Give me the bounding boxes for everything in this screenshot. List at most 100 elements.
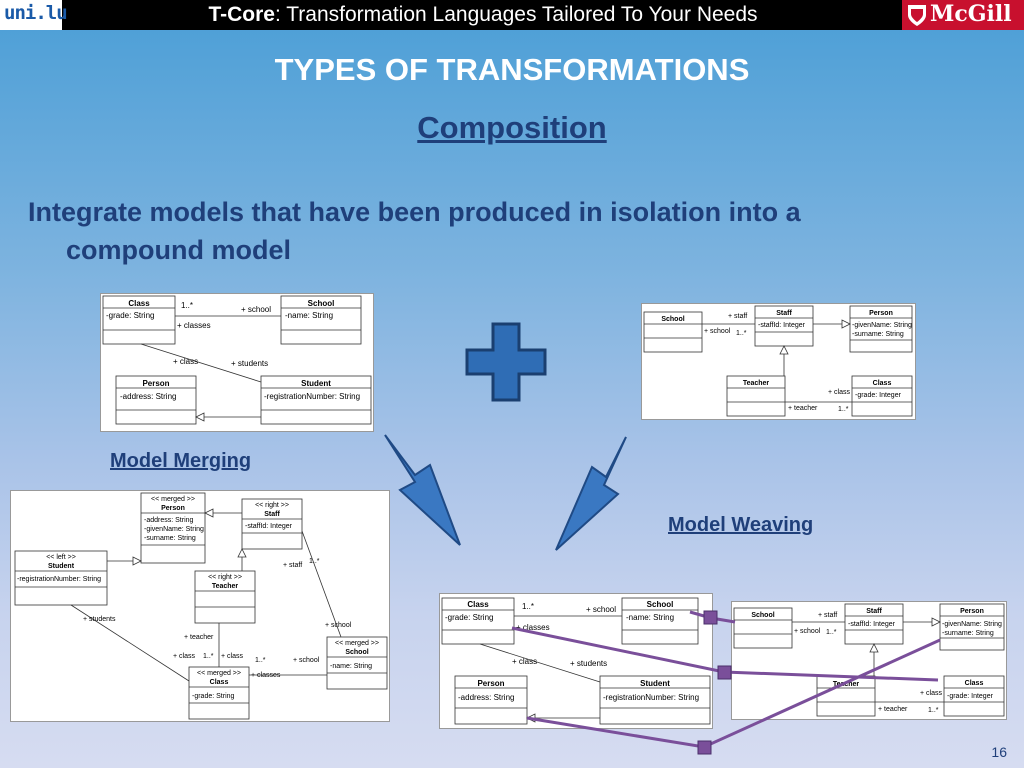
svg-text:+ school: + school [293, 657, 320, 664]
svg-text:1..*: 1..* [255, 657, 266, 664]
bullet-text: Integrate models that have been produced… [28, 193, 928, 269]
svg-text:Person: Person [142, 379, 169, 388]
svg-text:1..*: 1..* [203, 653, 214, 660]
svg-text:-name: String: -name: String [626, 613, 674, 622]
svg-text:1..*: 1..* [838, 406, 849, 413]
svg-text:+ class: + class [512, 657, 537, 666]
class-box-school: << merged >> School -name: String [326, 636, 388, 690]
svg-text:-givenName: String: -givenName: String [852, 322, 912, 329]
svg-text:Staff: Staff [264, 511, 280, 518]
class-box-teacher: << right >> Teacher [194, 570, 256, 624]
svg-text:-registrationNumber: String: -registrationNumber: String [264, 392, 360, 401]
svg-text:Student: Student [640, 679, 670, 688]
class-box-school: School -name: String [621, 597, 699, 645]
svg-text:-grade: Integer: -grade: Integer [947, 693, 994, 700]
svg-text:+ classes: + classes [177, 321, 211, 330]
svg-text:<< merged >>: << merged >> [335, 640, 379, 647]
svg-text:+ class: + class [221, 653, 243, 660]
svg-text:+ teacher: + teacher [788, 405, 818, 412]
svg-text:-registrationNumber: String: -registrationNumber: String [603, 693, 699, 702]
class-box-person: Person -address: String [454, 675, 528, 725]
svg-text:+ school: + school [704, 328, 731, 335]
class-box-staff: Staff -staffId: Integer [844, 603, 904, 645]
arrow-down-left-icon [555, 436, 627, 551]
class-box-teacher: Teacher [816, 675, 876, 717]
svg-text:School: School [751, 612, 774, 619]
svg-text:-address: String: -address: String [144, 517, 194, 524]
svg-text:+ class: + class [173, 653, 195, 660]
svg-text:-grade: String: -grade: String [192, 693, 235, 700]
svg-text:+ students: + students [570, 659, 607, 668]
svg-text:+ teacher: + teacher [184, 634, 214, 641]
svg-text:+ class: + class [828, 389, 850, 396]
class-box-school: School [733, 607, 793, 649]
plus-icon [465, 322, 547, 402]
svg-text:Person: Person [869, 310, 893, 317]
page-number: 16 [991, 744, 1007, 760]
svg-text:Teacher: Teacher [743, 380, 770, 387]
svg-text:+ school: + school [241, 305, 271, 314]
svg-text:-grade: String: -grade: String [445, 613, 493, 622]
svg-text:Class: Class [873, 380, 892, 387]
header-title: T-Core: Transformation Languages Tailore… [62, 2, 904, 28]
svg-text:+ students: + students [83, 616, 116, 623]
weaving-model-a-diagram: Class -grade: String School -name: Strin… [439, 593, 713, 729]
svg-text:<< right >>: << right >> [208, 574, 242, 581]
svg-text:-grade: String: -grade: String [106, 311, 154, 320]
svg-text:Teacher: Teacher [833, 681, 860, 688]
svg-text:-staffId: Integer: -staffId: Integer [245, 523, 293, 530]
svg-text:<< right >>: << right >> [255, 502, 289, 509]
svg-text:Staff: Staff [776, 310, 792, 317]
svg-text:+ staff: + staff [283, 562, 302, 569]
svg-text:+ staff: + staff [728, 313, 747, 320]
svg-text:-name: String: -name: String [285, 311, 333, 320]
svg-text:1..*: 1..* [736, 330, 747, 337]
class-box-person: Person -address: String [115, 375, 197, 425]
svg-text:+ staff: + staff [818, 612, 837, 619]
svg-text:+ classes: + classes [251, 672, 281, 679]
slide-subtitle: Composition [417, 110, 607, 145]
svg-text:Person: Person [960, 608, 984, 615]
svg-text:Class: Class [128, 299, 150, 308]
class-box-class: Class -grade: String [102, 295, 176, 345]
weave-node-person [697, 740, 712, 755]
svg-text:Person: Person [161, 505, 185, 512]
class-box-class: Class -grade: Integer [851, 375, 913, 417]
svg-text:+ classes: + classes [516, 623, 550, 632]
merged-model-diagram: << merged >> Person -address: String -gi… [10, 490, 390, 722]
class-box-school: School [643, 311, 703, 353]
header-title-bold: T-Core [208, 3, 275, 26]
svg-text:Person: Person [477, 679, 504, 688]
svg-text:+ class: + class [920, 690, 942, 697]
arrow-down-right-icon [384, 434, 461, 546]
class-box-student: Student -registrationNumber: String [599, 675, 711, 725]
unilu-logo: uni.lu [0, 0, 68, 30]
class-box-person: Person -givenName: String -surname: Stri… [939, 603, 1005, 651]
svg-text:-address: String: -address: String [458, 693, 514, 702]
svg-text:-surname: String: -surname: String [144, 535, 196, 542]
class-box-person: Person -givenName: String -surname: Stri… [849, 305, 913, 353]
svg-text:Staff: Staff [866, 608, 882, 615]
slide-title: TYPES OF TRANSFORMATIONS [274, 52, 750, 87]
svg-text:-grade: Integer: -grade: Integer [855, 392, 902, 399]
svg-text:School: School [647, 600, 674, 609]
svg-text:-givenName: String: -givenName: String [942, 621, 1002, 628]
svg-text:Student: Student [48, 563, 75, 570]
svg-text:+ school: + school [325, 622, 352, 629]
class-box-class: Class -grade: Integer [943, 675, 1005, 717]
class-box-staff: Staff -staffId: Integer [754, 305, 814, 347]
weave-node-class [717, 665, 732, 680]
shield-icon [908, 5, 926, 26]
caption-model-weaving: Model Weaving [668, 514, 814, 536]
svg-text:Class: Class [210, 679, 229, 686]
svg-text:1..*: 1..* [928, 707, 939, 714]
svg-text:-registrationNumber: String: -registrationNumber: String [17, 576, 101, 583]
svg-text:Class: Class [467, 600, 489, 609]
svg-text:1..*: 1..* [181, 301, 193, 310]
svg-text:1..*: 1..* [309, 558, 320, 565]
class-box-student: << left >> Student -registrationNumber: … [14, 550, 108, 606]
class-box-staff: << right >> Staff -staffId: Integer [241, 498, 303, 550]
svg-text:+ school: + school [794, 628, 821, 635]
svg-text:-surname: String: -surname: String [852, 331, 904, 338]
svg-text:School: School [661, 316, 684, 323]
